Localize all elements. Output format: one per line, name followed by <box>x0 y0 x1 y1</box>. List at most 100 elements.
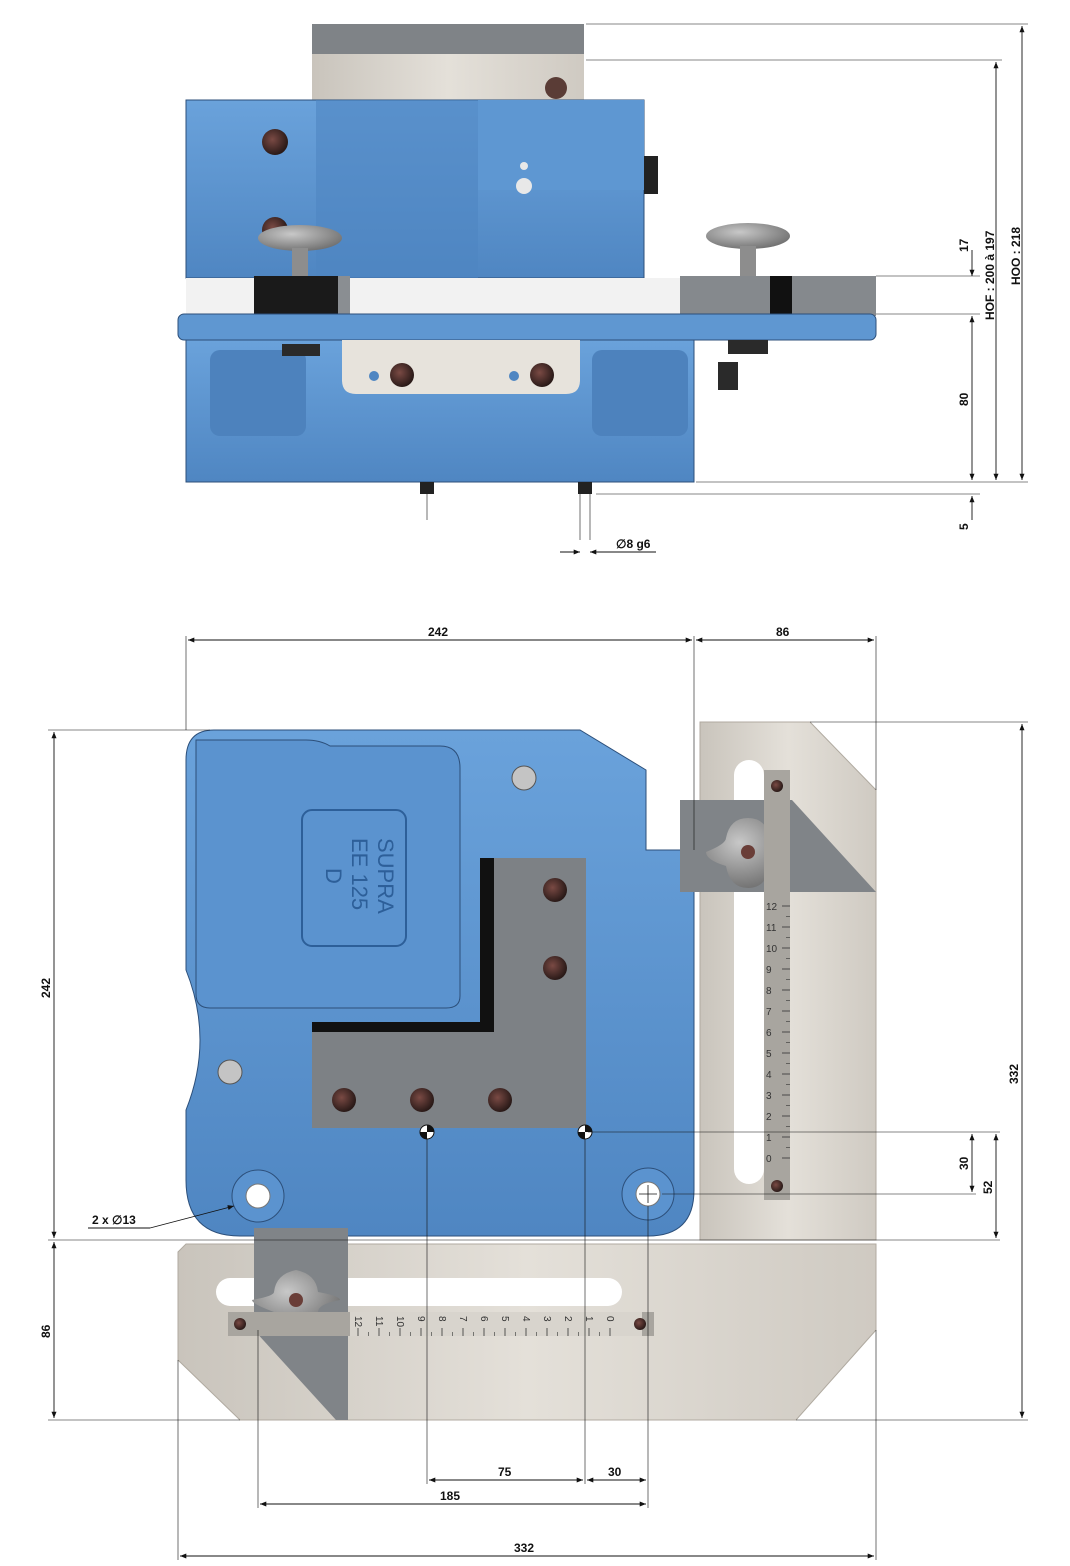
top-clamp-screw-4 <box>410 1088 434 1112</box>
top-nameplate-line1: SUPRA <box>373 838 398 914</box>
vertical-scale-number: 3 <box>766 1091 772 1102</box>
vertical-scale-number: 1 <box>766 1133 772 1144</box>
top-bottom-scale-face <box>350 1312 642 1336</box>
top-raised-block <box>195 739 461 1009</box>
front-dim-hof-label: HOF : 200 à 197 <box>983 230 997 320</box>
top-nameplate <box>301 809 407 947</box>
front-dim-17-label: 17 <box>957 238 971 252</box>
top-right-scale-screw-bottom <box>771 1180 783 1192</box>
front-lower-nut-left <box>282 344 320 356</box>
top-dim-86-label: 86 <box>776 625 790 639</box>
vertical-scale-number: 0 <box>766 1154 772 1165</box>
front-lower-nut-right <box>728 340 768 354</box>
front-pin-1 <box>420 482 434 494</box>
front-body-hole-small <box>520 162 528 170</box>
horizontal-scale-number: 4 <box>520 1316 531 1322</box>
front-lower-screw-1 <box>390 363 414 387</box>
horizontal-scale-number: 2 <box>562 1316 573 1322</box>
front-left-clamp-block <box>254 276 348 316</box>
top-dim-52-label: 52 <box>981 1180 995 1194</box>
horizontal-scale-number: 12 <box>352 1316 363 1328</box>
top-dim-30v-label: 30 <box>957 1156 971 1170</box>
horizontal-scale-number: 7 <box>457 1316 468 1322</box>
front-right-knob <box>706 223 790 249</box>
horizontal-scale-number: 10 <box>394 1316 405 1328</box>
front-dim-80-label: 80 <box>957 392 971 406</box>
front-body-screw-1 <box>262 129 288 155</box>
top-bottom-knob-center <box>289 1293 303 1307</box>
front-dim-hoo-label: HOO : 218 <box>1009 227 1023 285</box>
top-nameplate-line2: EE 125 <box>347 838 372 910</box>
top-ref-point-2-mark <box>578 1125 592 1139</box>
front-top-screw <box>545 77 567 99</box>
vertical-scale-number: 2 <box>766 1112 772 1123</box>
top-right-knob-center <box>741 845 755 859</box>
front-lower-pin-hole-1 <box>369 371 379 381</box>
top-dim-right-332-label: 332 <box>1007 1064 1021 1084</box>
horizontal-scale-number: 6 <box>478 1316 489 1322</box>
top-ball-knob-lower <box>217 1059 243 1085</box>
vertical-scale-number: 7 <box>766 1007 772 1018</box>
top-dim-left-242-label: 242 <box>39 978 53 998</box>
top-hole-left <box>245 1183 271 1209</box>
front-dim-5-label: 5 <box>957 523 971 530</box>
top-bottom-scale-screw-right <box>634 1318 646 1330</box>
horizontal-scale-number: 1 <box>583 1316 594 1322</box>
top-bottom-scale-screw-left <box>234 1318 246 1330</box>
front-left-knob <box>258 225 342 251</box>
horizontal-scale-number: 8 <box>436 1316 447 1322</box>
top-hole-callout-label: 2 x ∅13 <box>92 1213 136 1227</box>
vertical-scale-number: 12 <box>766 902 778 913</box>
front-left-clamp-edge <box>338 276 350 316</box>
top-clamp-screw-2 <box>543 956 567 980</box>
top-dim-30h-label: 30 <box>608 1465 622 1479</box>
front-side-stud <box>644 156 658 194</box>
top-ref-point-1-mark <box>420 1125 434 1139</box>
top-nameplate-line3: D <box>321 868 346 884</box>
top-dim-332-label: 332 <box>514 1541 534 1555</box>
vertical-scale-number: 5 <box>766 1049 772 1060</box>
front-body-top-right <box>478 100 644 190</box>
front-lower-pocket-right <box>592 350 688 436</box>
top-grey-l-clamp <box>312 858 586 1128</box>
front-lower-pin-hole-2 <box>509 371 519 381</box>
front-lower-stud-right <box>718 362 738 390</box>
top-ball-knob-upper <box>511 765 537 791</box>
horizontal-scale-number: 5 <box>499 1316 510 1322</box>
front-right-clamp-black <box>770 276 792 316</box>
top-dim-left-86-label: 86 <box>39 1324 53 1338</box>
front-top-steel-edge <box>312 24 584 54</box>
horizontal-scale-number: 3 <box>541 1316 552 1322</box>
front-pin-dim-label: ∅8 g6 <box>616 537 651 551</box>
front-lower-pocket-left <box>210 350 306 436</box>
front-body-hole <box>516 178 532 194</box>
front-pin-2 <box>578 482 592 494</box>
vertical-scale-number: 9 <box>766 965 772 976</box>
top-dim-75-label: 75 <box>498 1465 512 1479</box>
vertical-scale-number: 4 <box>766 1070 772 1081</box>
top-clamp-screw-5 <box>488 1088 512 1112</box>
top-clamp-screw-3 <box>332 1088 356 1112</box>
vertical-scale-number: 8 <box>766 986 772 997</box>
front-body-panel <box>316 100 478 278</box>
vertical-scale-number: 11 <box>766 923 777 934</box>
horizontal-scale-number: 9 <box>415 1316 426 1322</box>
front-right-knob-stem <box>740 246 756 276</box>
front-lower-screw-2 <box>530 363 554 387</box>
front-view: ∅8 g6 HOO : 218 HOF : 200 à 197 17 80 5 <box>177 23 1028 555</box>
top-right-scale-bar <box>764 770 790 1200</box>
horizontal-scale-number: 0 <box>604 1316 615 1322</box>
top-hole-callout-leader <box>149 1205 235 1229</box>
top-dim-185-label: 185 <box>440 1489 460 1503</box>
top-clamp-screw-1 <box>543 878 567 902</box>
vertical-scale-number: 6 <box>766 1028 772 1039</box>
top-right-scale-screw-top <box>771 780 783 792</box>
front-left-knob-stem <box>292 248 308 276</box>
front-base-plate <box>177 313 877 341</box>
top-dim-242-label: 242 <box>428 625 448 639</box>
horizontal-scale-number: 11 <box>373 1316 384 1327</box>
